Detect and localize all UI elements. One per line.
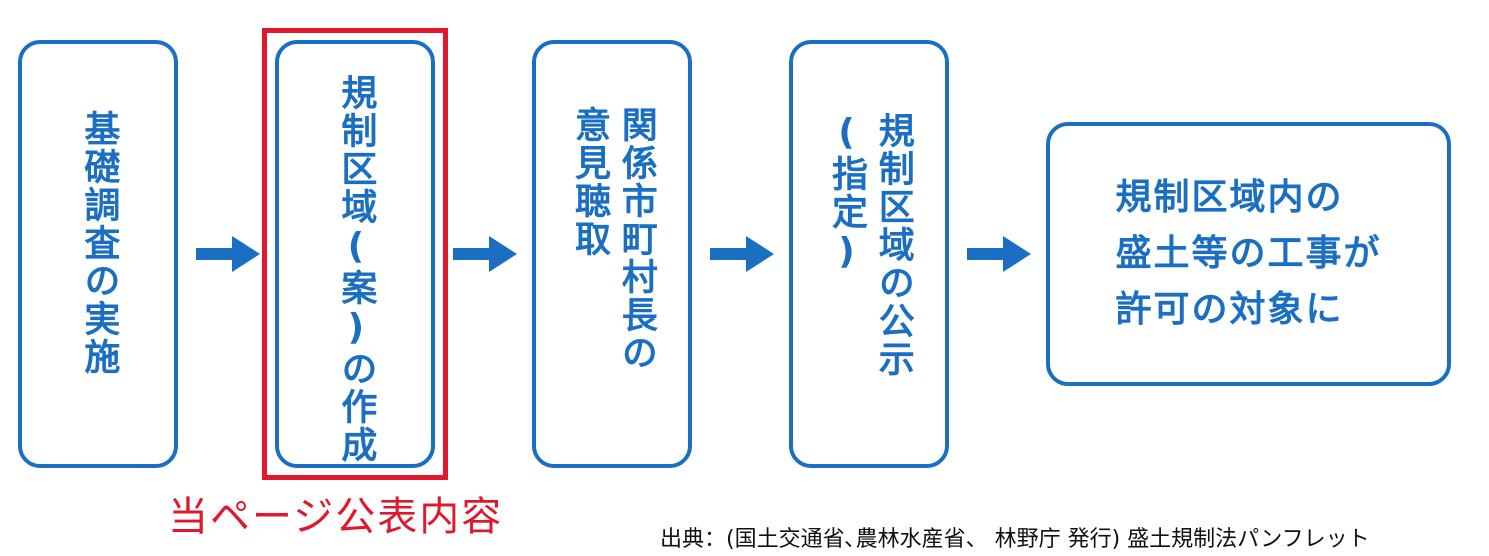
- source-note: 出典：(国土交通省､農林水産省、 林野庁 発行) 盛土規制法パンフレット: [660, 527, 1370, 552]
- step-2-label: 規制区域(案)の作成: [335, 74, 377, 464]
- right-arrow-icon: [196, 236, 260, 272]
- step-2-draft-regulated-area: 規制区域(案)の作成: [275, 40, 435, 468]
- step-1-basic-survey: 基礎調査の実施: [18, 40, 178, 468]
- step-3-label: 関係市町村長の 意見聴取: [569, 106, 657, 372]
- highlight-caption: 当ページ公表内容: [168, 494, 504, 540]
- current-page-highlight-frame: [262, 28, 448, 480]
- right-arrow-icon: [967, 236, 1031, 272]
- step-4-public-notice: 規制区域の公示 (指定): [789, 40, 949, 468]
- step-3-mayor-hearing: 関係市町村長の 意見聴取: [532, 40, 692, 468]
- right-arrow-icon: [710, 236, 774, 272]
- step-4-label: 規制区域の公示 (指定): [826, 112, 914, 378]
- step-5-label: 規制区域内の 盛土等の工事が 許可の対象に: [1115, 177, 1382, 330]
- step-5-permit-required: 規制区域内の 盛土等の工事が 許可の対象に: [1046, 122, 1451, 386]
- right-arrow-icon: [453, 236, 517, 272]
- step-1-label: 基礎調査の実施: [78, 110, 120, 376]
